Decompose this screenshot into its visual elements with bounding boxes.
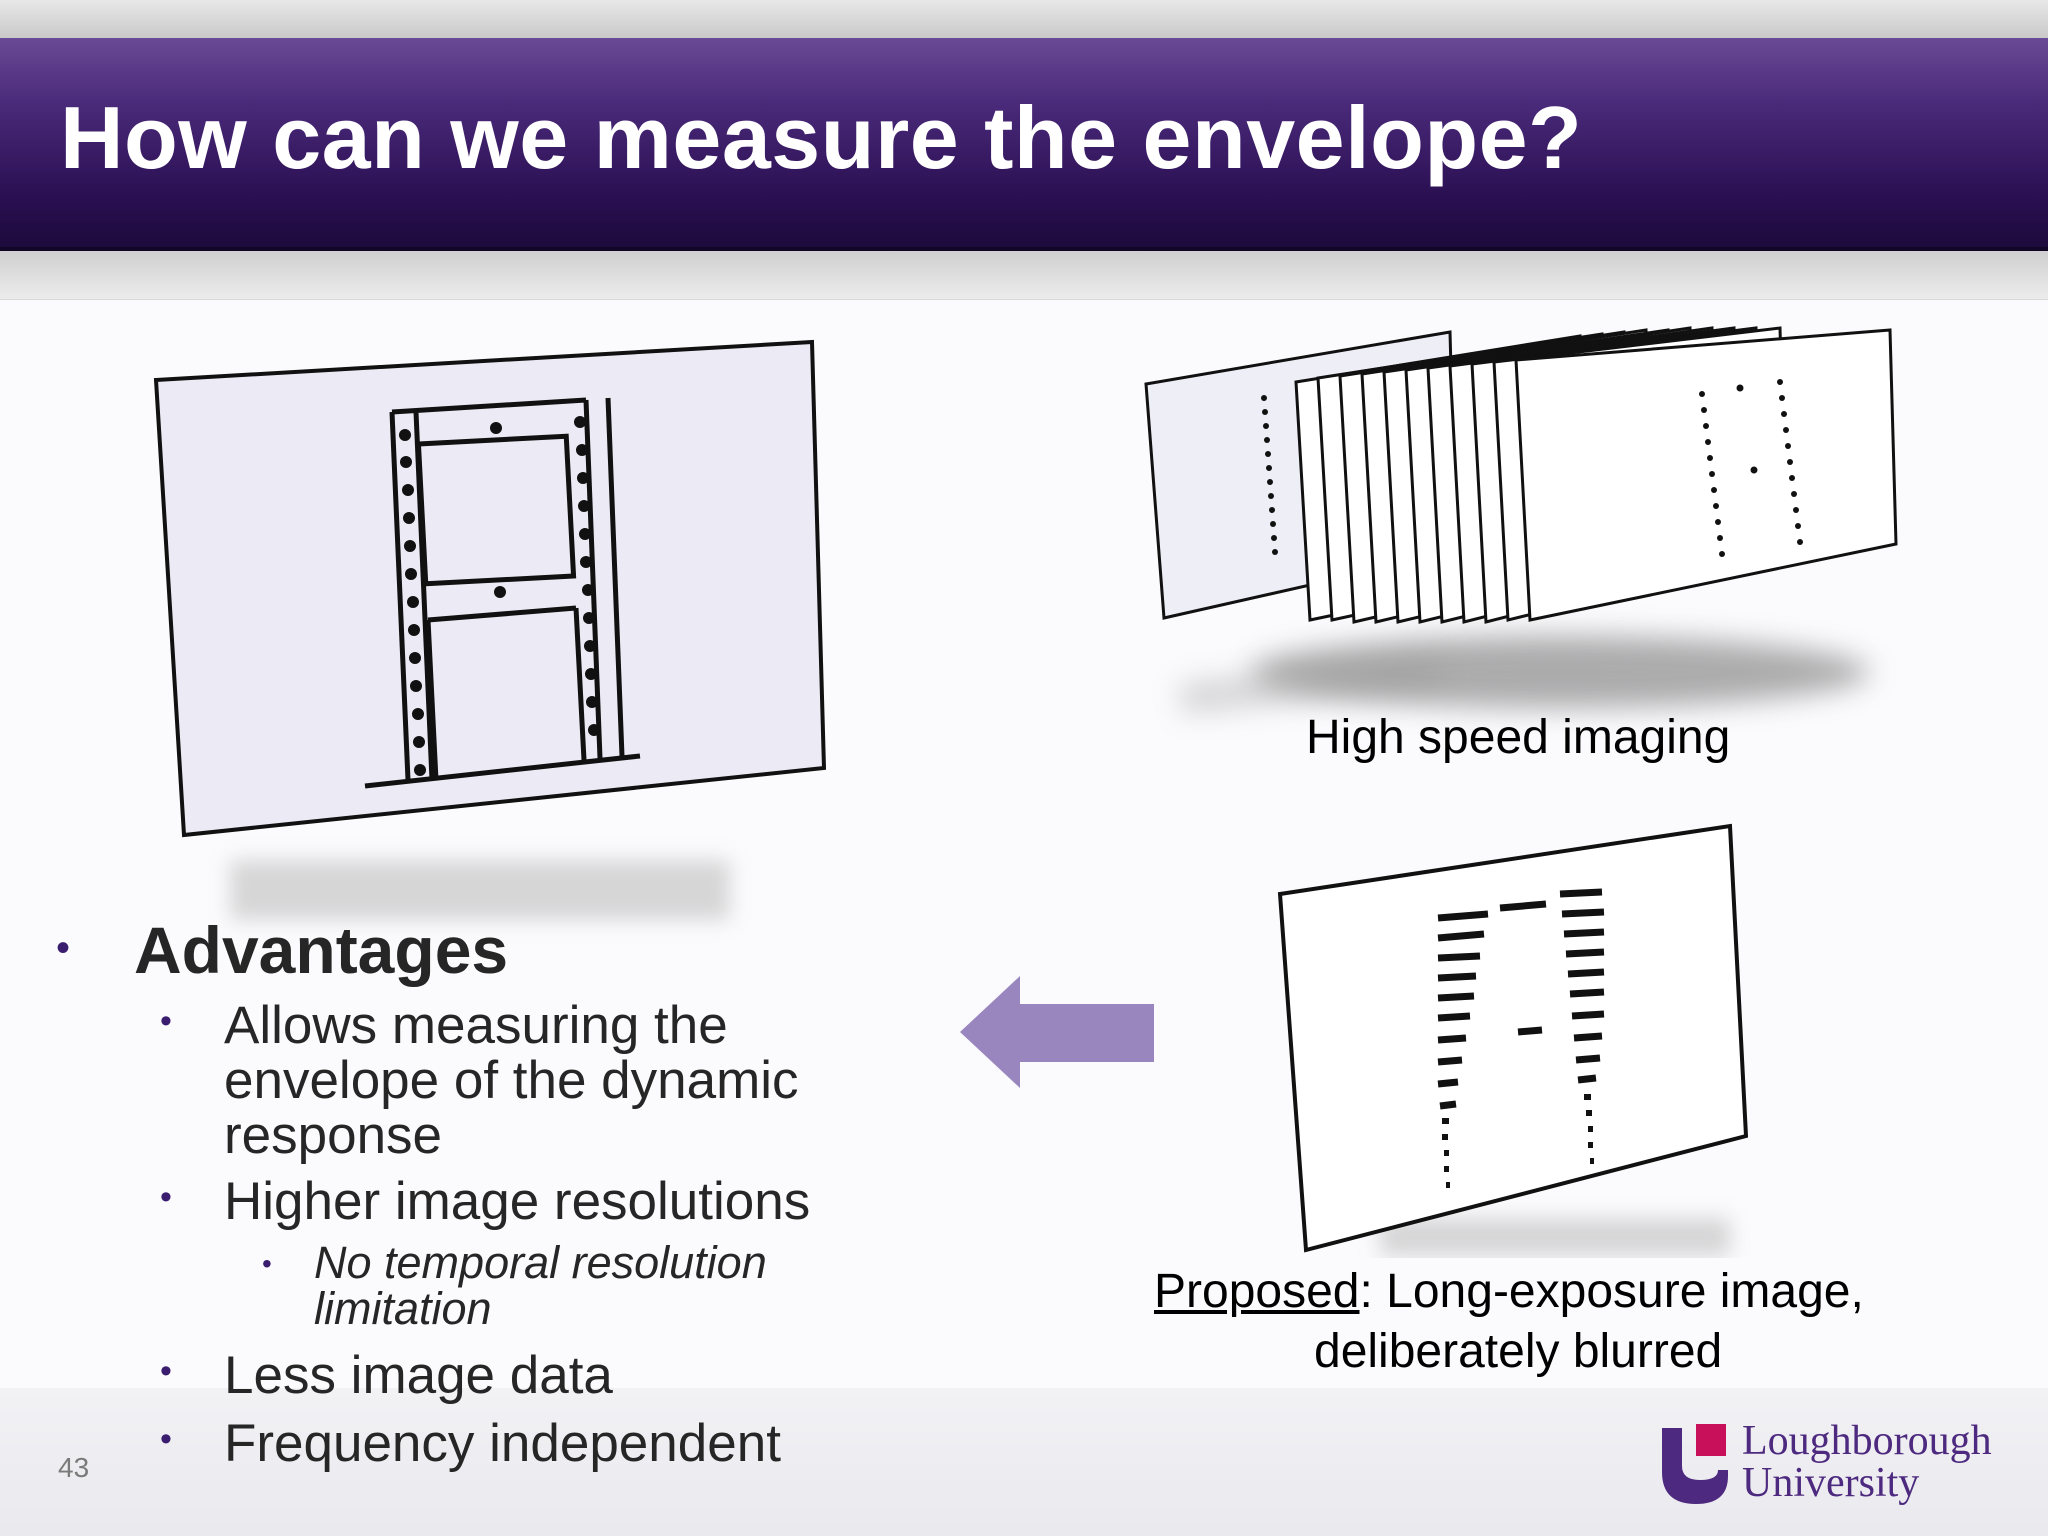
bullet-dot: •	[160, 1002, 172, 1040]
bullet-dot: •	[56, 926, 71, 970]
bullet-dot: •	[160, 1178, 172, 1216]
bullet-item: Allows measuring the envelope of the dyn…	[224, 996, 799, 1165]
slide-number: 43	[58, 1452, 90, 1483]
bullet-item: Less image data	[224, 1346, 613, 1405]
footer-band	[0, 1388, 2048, 1536]
high-speed-caption: High speed imaging	[1306, 711, 1731, 764]
marker-dots	[399, 416, 600, 776]
long-exposure-illustration	[1277, 823, 1749, 1256]
proposed-description: : Long-exposure image,	[1359, 1265, 1864, 1318]
high-speed-frames-illustration	[1144, 326, 1898, 714]
bullet-dot: •	[160, 1352, 172, 1390]
university-logo: Loughborough University	[1660, 1420, 2020, 1510]
logo-line1: Loughborough	[1742, 1418, 1992, 1464]
university-name: Loughborough University	[1742, 1420, 1992, 1504]
left-arrow-icon	[960, 976, 1154, 1088]
title-band	[0, 38, 2048, 251]
bullet-item: Higher image resolutions	[224, 1172, 811, 1231]
university-shield-icon	[1662, 1424, 1728, 1504]
bullet-dot: •	[160, 1420, 172, 1458]
sub-bullet-item: No temporal resolution limitation	[314, 1237, 767, 1334]
proposed-label: Proposed	[1154, 1265, 1360, 1318]
advantages-heading: Advantages	[134, 913, 509, 987]
slide-title: How can we measure the envelope?	[60, 88, 1583, 187]
structure-image-illustration	[153, 339, 827, 920]
header-bottom-strip	[0, 251, 2048, 301]
bullet-item: Frequency independent	[224, 1414, 781, 1473]
bullet-dot: •	[262, 1248, 272, 1279]
proposed-caption-line2: deliberately blurred	[1314, 1325, 1723, 1378]
header-top-strip	[0, 0, 2048, 38]
proposed-caption-line1: Proposed: Long-exposure image,	[1154, 1264, 1864, 1319]
logo-line2: University	[1742, 1460, 1920, 1506]
